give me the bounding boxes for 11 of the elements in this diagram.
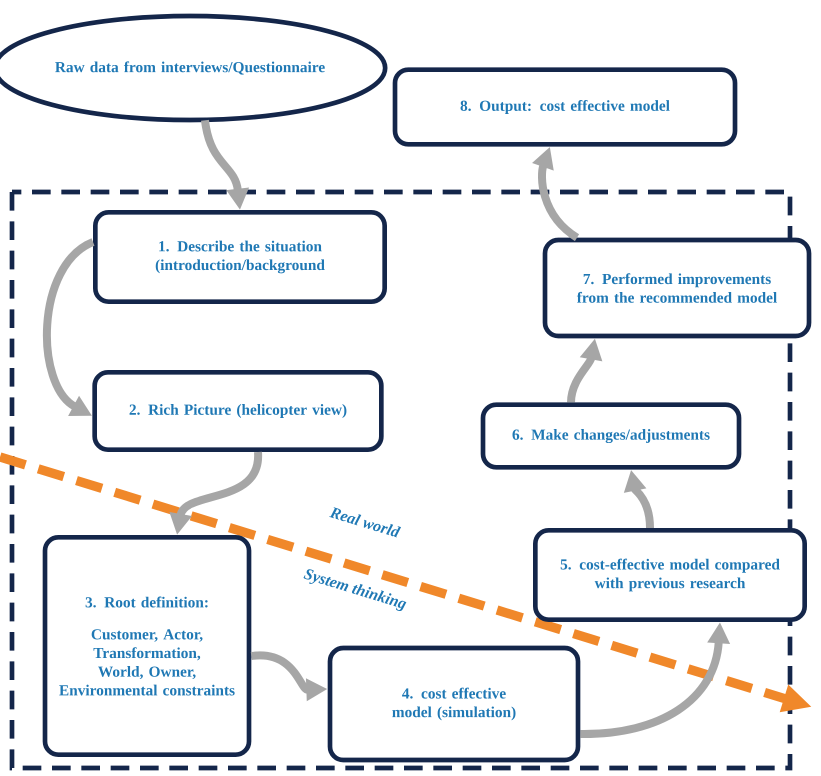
process-box: 3. Root definition: Customer, Actor, Transformation, World, Owner, Environmental constraints [42,535,252,758]
process-box: 5. cost-effective model compared with previous research [533,528,807,622]
process-box: 1. Describe the situation (introduction/background [93,210,387,304]
region-label: Real world [329,507,402,538]
arrow [43,238,95,416]
region-label: System thinking [303,569,406,612]
process-box: 8. Output: cost effective model [392,67,738,147]
process-box: 6. Make changes/adjustments [480,402,742,470]
process-box: 2. Rich Picture (helicopter view) [92,370,384,452]
process-box: 4. cost effective model (simulation) [328,646,580,762]
process-box: 7. Performed improvements from the recommended model [542,238,812,338]
